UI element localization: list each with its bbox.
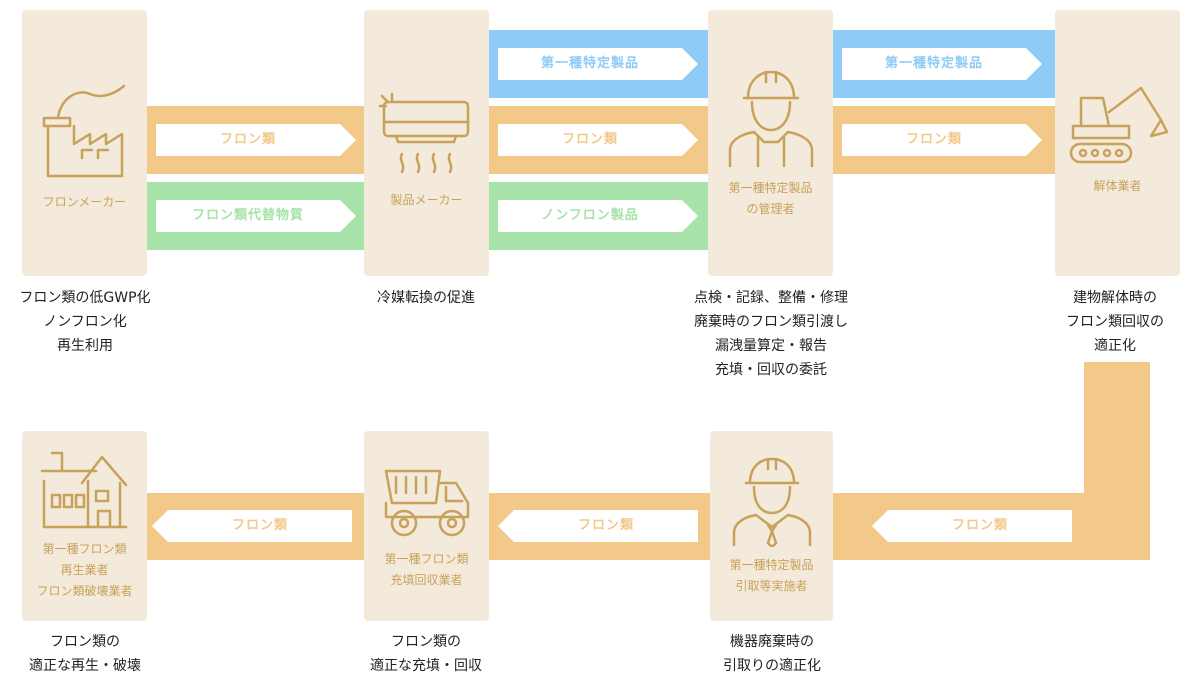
card-demolition: 解体業者: [1055, 10, 1180, 276]
arrow-flon-alt: フロン類代替物質: [156, 200, 356, 232]
arrow-label: ノンフロン製品: [541, 208, 639, 223]
caption-line: 充填・回収の委託: [715, 362, 827, 378]
caption-collector: 機器廃棄時の 引取りの適正化: [680, 630, 864, 678]
arrow-shape: [842, 124, 1042, 156]
actor-label-line: 第一種特定製品: [728, 181, 813, 195]
arrow-shape: [872, 510, 1072, 542]
arrow-spec-product-1: 第一種特定製品: [498, 48, 698, 80]
arrow-shape: [842, 48, 1042, 80]
actor-label-line: 引取等実施者: [735, 579, 808, 593]
arrow-shape: [498, 48, 698, 80]
arrow-label: フロン類: [905, 132, 962, 147]
actor-label-line: 第一種フロン類: [42, 542, 127, 556]
actor-label-line: 第一種特定製品: [729, 558, 814, 572]
arrow-flon-to-filler: フロン類: [498, 510, 698, 542]
actor-label-line: 第一種フロン類: [384, 552, 469, 566]
actor-label-filler: 第一種フロン類 充填回収業者: [364, 549, 489, 591]
actor-label-line: 再生業者: [60, 563, 109, 577]
actor-label-line: フロンメーカー: [42, 195, 127, 209]
arrow-label: フロン類: [231, 518, 288, 533]
actor-label-maker: フロンメーカー: [22, 192, 147, 213]
air-conditioner-icon: [378, 92, 470, 174]
caption-line: 機器廃棄時の: [730, 634, 814, 650]
caption-line: 冷媒転換の促進: [377, 290, 475, 306]
factory-icon: [42, 84, 126, 178]
card-recycler: 第一種フロン類 再生業者 フロン類破壊業者: [22, 431, 147, 621]
caption-demolition: 建物解体時の フロン類回収の 適正化: [1030, 286, 1200, 358]
dump-truck-icon: [384, 469, 470, 537]
caption-line: フロン類の: [50, 634, 120, 650]
caption-product-maker: 冷媒転換の促進: [340, 286, 512, 310]
worker-tie-icon: [732, 457, 812, 547]
actor-label-manager: 第一種特定製品 の管理者: [708, 178, 833, 220]
arrow-nonflon: ノンフロン製品: [498, 200, 698, 232]
excavator-icon: [1069, 86, 1169, 164]
arrow-flon-manager-to-demolition: フロン類: [842, 124, 1042, 156]
card-filler: 第一種フロン類 充填回収業者: [364, 431, 489, 621]
actor-label-collector: 第一種特定製品 引取等実施者: [710, 555, 833, 597]
card-product-maker: 製品メーカー: [364, 10, 489, 276]
arrow-label: フロン類: [577, 518, 634, 533]
caption-line: 適正な充填・回収: [370, 658, 482, 674]
arrow-flon-to-recycler: フロン類: [152, 510, 352, 542]
caption-line: フロン類の: [391, 634, 461, 650]
worker-icon: [728, 70, 814, 168]
arrow-label: 第一種特定製品: [540, 56, 639, 71]
arrow-flon-maker-to-product: フロン類: [156, 124, 356, 156]
caption-filler: フロン類の 適正な充填・回収: [340, 630, 512, 678]
arrow-label: フロン類: [219, 132, 276, 147]
card-flon-maker: フロンメーカー: [22, 10, 147, 276]
actor-label-product-maker: 製品メーカー: [364, 190, 489, 211]
actor-label-line: の管理者: [746, 202, 795, 216]
card-collector: 第一種特定製品 引取等実施者: [710, 431, 833, 621]
arrow-shape: [498, 200, 698, 232]
arrow-shape: [156, 200, 356, 232]
caption-line: 廃棄時のフロン類引渡し: [694, 314, 848, 330]
caption-line: 再生利用: [57, 338, 113, 354]
arrow-spec-product-2: 第一種特定製品: [842, 48, 1042, 80]
caption-line: 点検・記録、整備・修理: [694, 290, 848, 306]
caption-line: 建物解体時の: [1073, 290, 1157, 306]
arrow-label: フロン類: [561, 132, 618, 147]
caption-line: フロン類回収の: [1066, 314, 1164, 330]
arrow-flon-product-to-manager: フロン類: [498, 124, 698, 156]
caption-line: 引取りの適正化: [723, 658, 821, 674]
caption-recycler: フロン類の 適正な再生・破壊: [0, 630, 170, 678]
arrow-label: フロン類代替物質: [191, 208, 304, 223]
caption-line: ノンフロン化: [43, 314, 127, 330]
caption-line: 適正な再生・破壊: [29, 658, 141, 674]
actor-label-recycler: 第一種フロン類 再生業者 フロン類破壊業者: [22, 539, 147, 602]
actor-label-line: フロン類破壊業者: [36, 584, 133, 598]
caption-line: 適正化: [1094, 338, 1136, 354]
arrow-shape: [152, 510, 352, 542]
arrow-label: 第一種特定製品: [884, 56, 983, 71]
arrow-shape: [498, 510, 698, 542]
actor-label-line: 解体業者: [1093, 179, 1142, 193]
actor-label-line: 充填回収業者: [390, 573, 463, 587]
actor-label-line: 製品メーカー: [390, 193, 463, 207]
caption-maker: フロン類の低GWP化 ノンフロン化 再生利用: [0, 286, 170, 358]
caption-manager: 点検・記録、整備・修理 廃棄時のフロン類引渡し 漏洩量算定・報告 充填・回収の委…: [660, 286, 882, 382]
arrow-label: フロン類: [951, 518, 1008, 533]
card-manager: 第一種特定製品 の管理者: [708, 10, 833, 276]
caption-line: フロン類の低GWP化: [19, 290, 151, 306]
house-icon: [40, 451, 128, 529]
arrow-flon-to-collector: フロン類: [872, 510, 1072, 542]
actor-label-demolition: 解体業者: [1055, 176, 1180, 197]
arrow-shape: [498, 124, 698, 156]
caption-line: 漏洩量算定・報告: [715, 338, 827, 354]
arrow-shape: [156, 124, 356, 156]
